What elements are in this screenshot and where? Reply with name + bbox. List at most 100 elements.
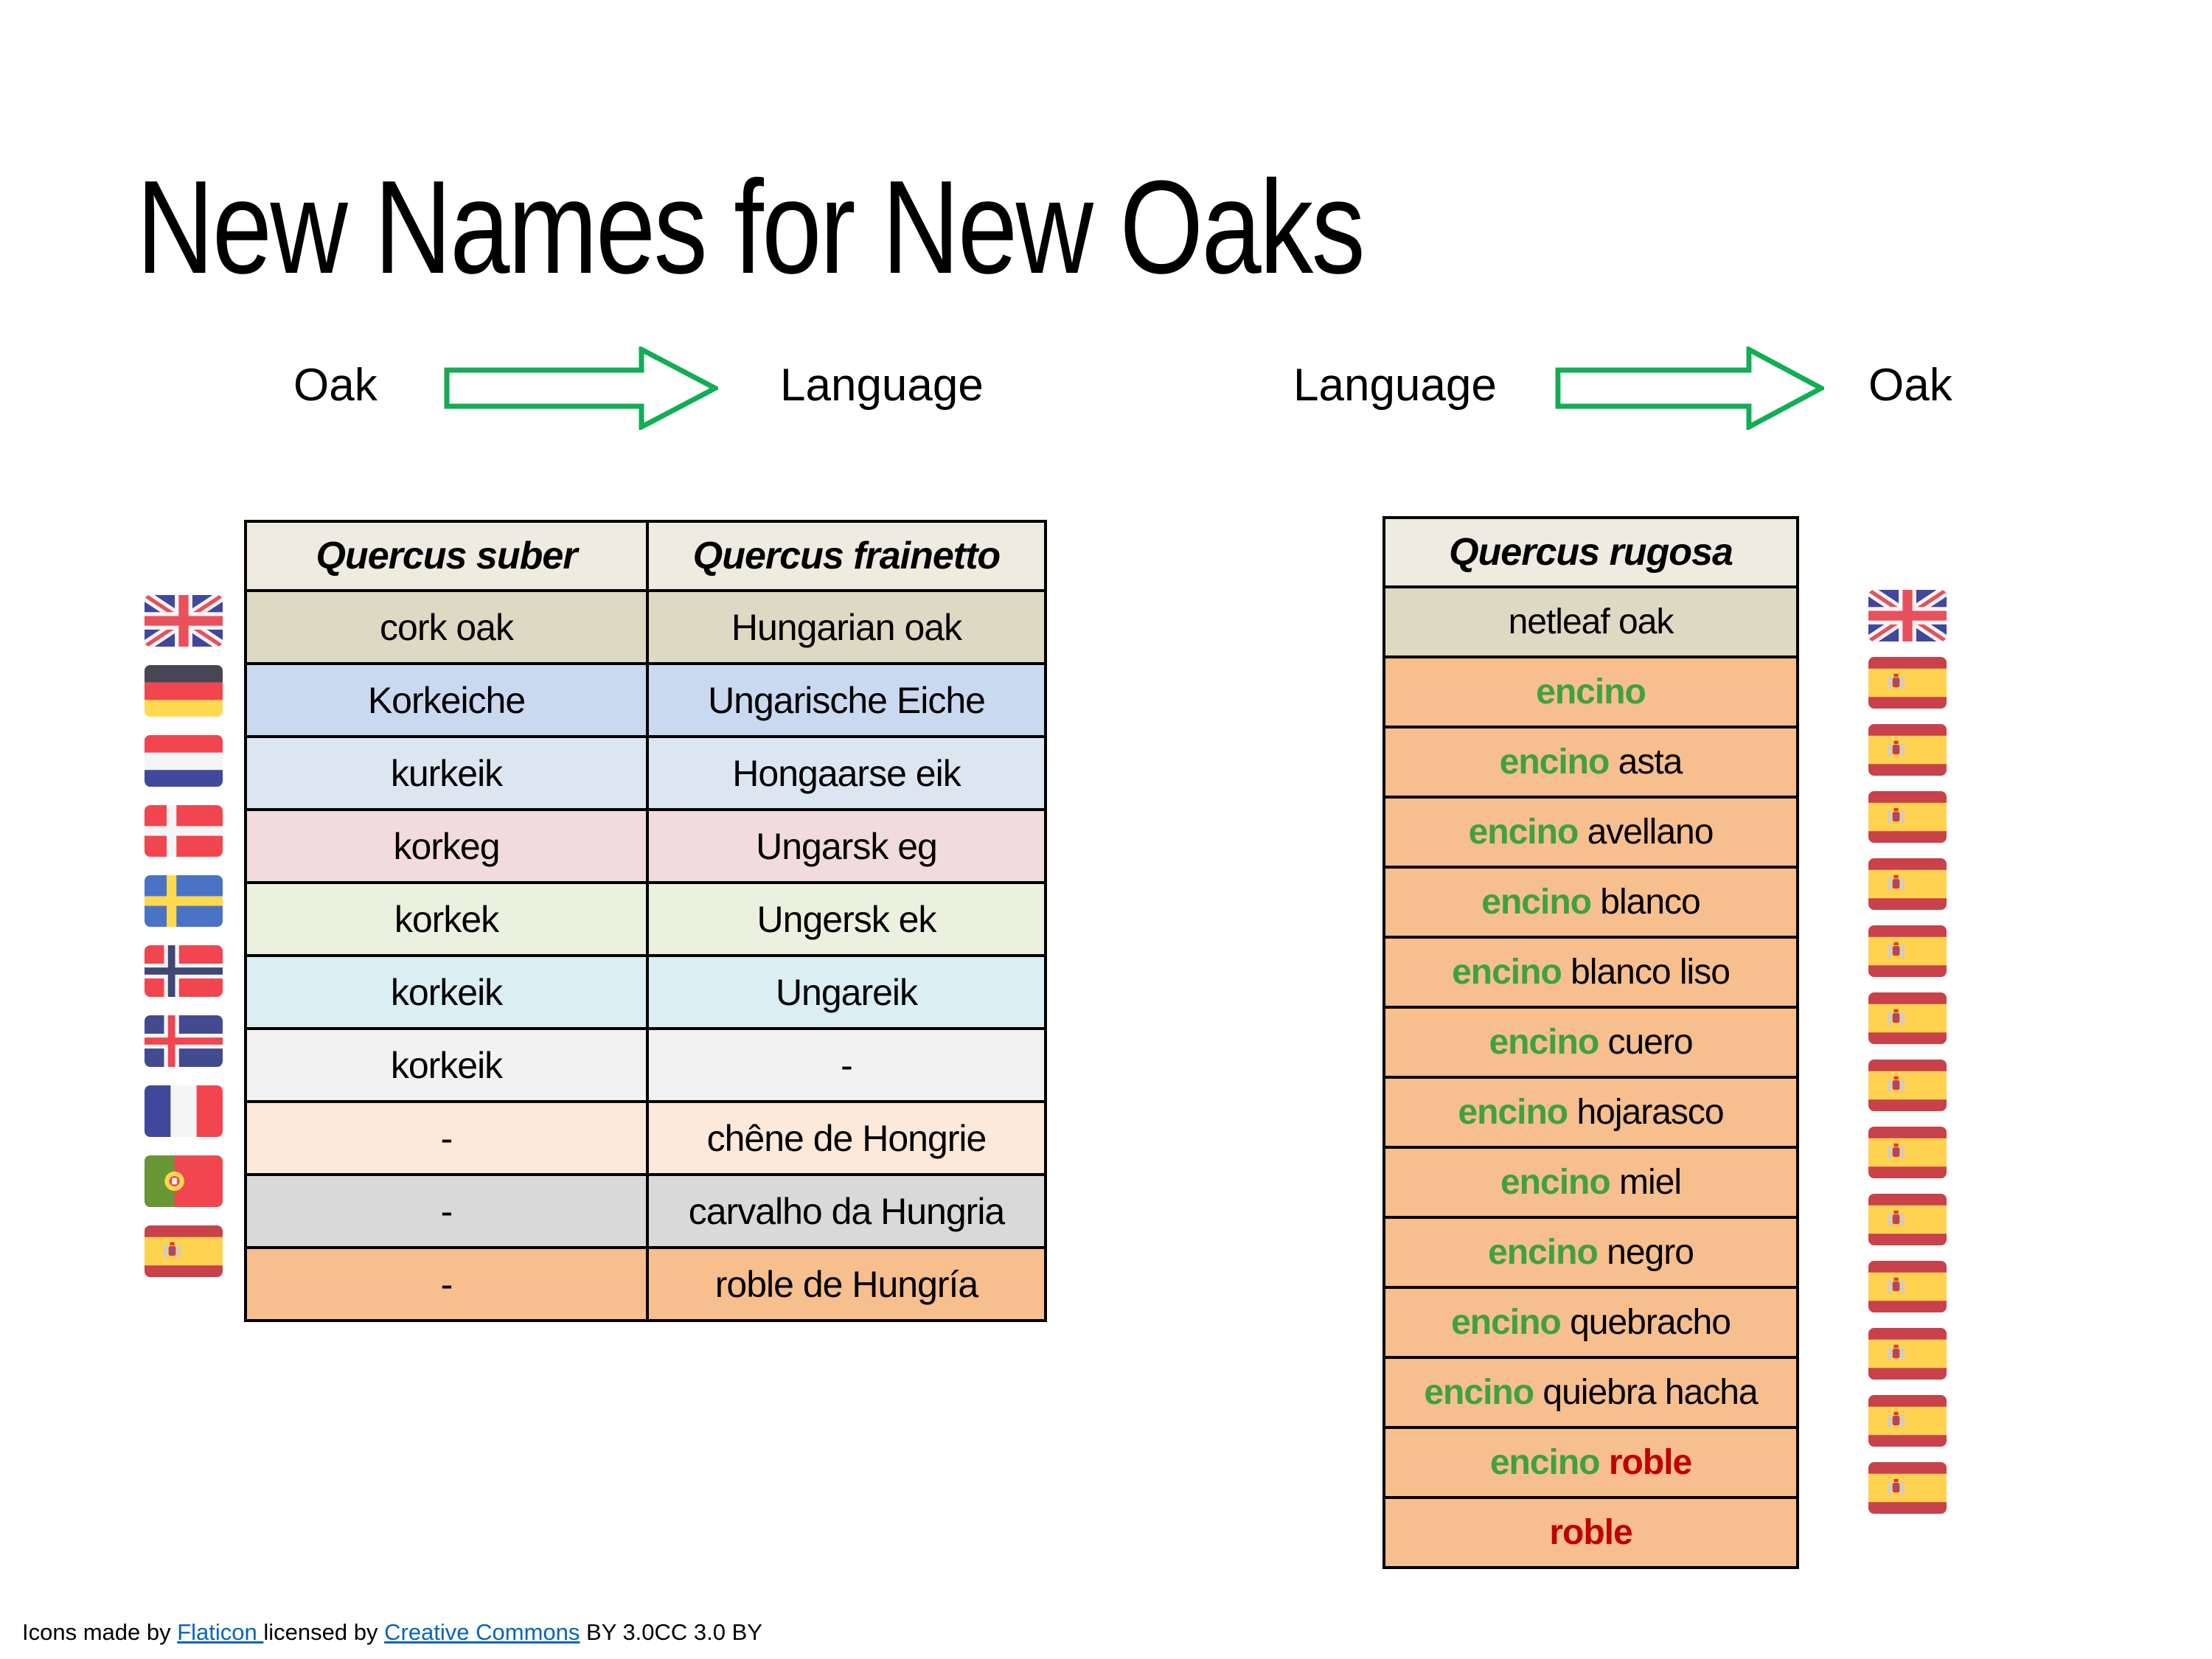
- table-cell: netleaf oak: [1382, 585, 1799, 658]
- united-kingdom-flag-icon: [145, 595, 223, 647]
- spain-flag-icon: [1868, 1462, 1947, 1514]
- norway-flag-icon: [145, 945, 223, 997]
- spain-flag-icon: [1868, 1127, 1947, 1178]
- table-cell: Ungareik: [646, 954, 1047, 1030]
- table-cell: korkeg: [244, 808, 649, 884]
- table-cell: encino blanco: [1382, 866, 1799, 939]
- table-row: netleaf oak: [1382, 585, 1799, 658]
- united-kingdom-flag-icon: [1868, 590, 1947, 641]
- spain-flag-icon: [1868, 1194, 1947, 1245]
- spain-flag-icon: [1868, 858, 1947, 910]
- column-header-quercus-rugosa: Quercus rugosa: [1382, 516, 1799, 588]
- column-header-quercus-frainetto: Quercus frainetto: [646, 520, 1047, 592]
- header-row: Quercus rugosa: [1382, 516, 1799, 588]
- table-row: encino miel: [1382, 1146, 1799, 1219]
- oak-name-part: encino: [1481, 883, 1592, 922]
- creative-commons-link[interactable]: Creative Commons: [384, 1619, 580, 1645]
- credits-text: Icons made by: [22, 1619, 178, 1645]
- table-row: encino hojarasco: [1382, 1076, 1799, 1149]
- flow-left-language-label: Language: [780, 360, 984, 411]
- oak-name-part: encino: [1489, 1443, 1601, 1482]
- oak-name-part: cuero: [1599, 1023, 1693, 1062]
- oak-name-part: encino: [1536, 672, 1646, 712]
- table-cell: encino quiebra hacha: [1382, 1356, 1799, 1429]
- table-cell: Ungersk ek: [646, 881, 1047, 957]
- table-cell: encino roble: [1382, 1426, 1799, 1499]
- oak-name-part: avellano: [1578, 813, 1714, 852]
- table-row: encino asta: [1382, 726, 1799, 799]
- oak-name-part: quebracho: [1560, 1303, 1731, 1342]
- oak-name-part: netleaf oak: [1508, 602, 1674, 641]
- table-cell: Hongaarse eik: [646, 735, 1047, 811]
- table-row: encino negro: [1382, 1216, 1799, 1289]
- oak-name-part: negro: [1597, 1233, 1694, 1272]
- header-row: Quercus suber Quercus frainetto: [244, 520, 1047, 592]
- germany-flag-icon: [145, 665, 223, 717]
- oak-name-part: roble: [1549, 1513, 1632, 1552]
- table-cell: -: [646, 1027, 1047, 1103]
- oak-name-part: hojarasco: [1568, 1093, 1724, 1132]
- credits-line: Icons made by Flaticon licensed by Creat…: [22, 1619, 762, 1646]
- table-cell: encino cuero: [1382, 1006, 1799, 1079]
- spain-flag-icon: [1868, 1328, 1947, 1380]
- oak-name-part: miel: [1610, 1163, 1682, 1202]
- oak-name-part: encino: [1424, 1373, 1534, 1412]
- oak-name-part: encino: [1499, 742, 1610, 782]
- flow-left-oak-label: Oak: [293, 360, 378, 411]
- table-row: encino roble: [1382, 1426, 1799, 1499]
- table-row: encino avellano: [1382, 796, 1799, 869]
- denmark-flag-icon: [145, 805, 223, 857]
- table-cell: encino avellano: [1382, 796, 1799, 869]
- table-row: encino cuero: [1382, 1006, 1799, 1079]
- table-cell: -: [244, 1100, 649, 1176]
- table-row: roble: [1382, 1496, 1799, 1569]
- table-cell: chêne de Hongrie: [646, 1100, 1047, 1176]
- table-cell: encino negro: [1382, 1216, 1799, 1289]
- flaticon-link[interactable]: Flaticon: [177, 1619, 264, 1645]
- oak-name-part: quiebra hacha: [1534, 1373, 1758, 1412]
- table-row: -carvalho da Hungria: [244, 1173, 1047, 1249]
- right-flag-column: [1868, 0, 1947, 1659]
- flow-right-oak-label: Oak: [1868, 360, 1952, 411]
- table-cell: -: [244, 1173, 649, 1249]
- quercus-suber-frainetto-table: Quercus suber Quercus frainetto cork oak…: [244, 520, 1047, 1322]
- table-cell: encino blanco liso: [1382, 936, 1799, 1009]
- spain-flag-icon: [1868, 1261, 1947, 1312]
- table-cell: encino: [1382, 655, 1799, 728]
- spain-flag-icon: [1868, 992, 1947, 1044]
- oak-name-part: encino: [1468, 813, 1579, 852]
- table-cell: Korkeiche: [244, 662, 649, 738]
- iceland-flag-icon: [145, 1015, 223, 1067]
- oak-name-part: encino: [1489, 1023, 1599, 1062]
- table-cell: encino quebracho: [1382, 1286, 1799, 1359]
- oak-name-part: encino: [1500, 1163, 1611, 1202]
- spain-flag-icon: [1868, 925, 1947, 977]
- oak-name-part: blanco liso: [1561, 953, 1731, 992]
- spain-flag-icon: [1868, 791, 1947, 843]
- table-cell: Ungarische Eiche: [646, 662, 1047, 738]
- spain-flag-icon: [1868, 657, 1947, 709]
- table-cell: korkeik: [244, 954, 649, 1030]
- spain-flag-icon: [1868, 1395, 1947, 1447]
- spain-flag-icon: [1868, 1060, 1947, 1111]
- table-cell: encino hojarasco: [1382, 1076, 1799, 1149]
- table-row: encino blanco liso: [1382, 936, 1799, 1009]
- table-cell: roble: [1382, 1496, 1799, 1569]
- oak-name-part: encino: [1458, 1093, 1568, 1132]
- portugal-flag-icon: [145, 1155, 223, 1207]
- table-row: -roble de Hungría: [244, 1246, 1047, 1322]
- table-cell: kurkeik: [244, 735, 649, 811]
- right-arrow-icon: [444, 347, 718, 430]
- table-cell: carvalho da Hungria: [646, 1173, 1047, 1249]
- table-cell: cork oak: [244, 589, 649, 665]
- table-cell: korkeik: [244, 1027, 649, 1103]
- oak-name-part: encino: [1451, 1303, 1562, 1342]
- oak-name-part: encino: [1488, 1233, 1599, 1272]
- table-row: korkeik-: [244, 1027, 1047, 1103]
- table-cell: encino asta: [1382, 726, 1799, 799]
